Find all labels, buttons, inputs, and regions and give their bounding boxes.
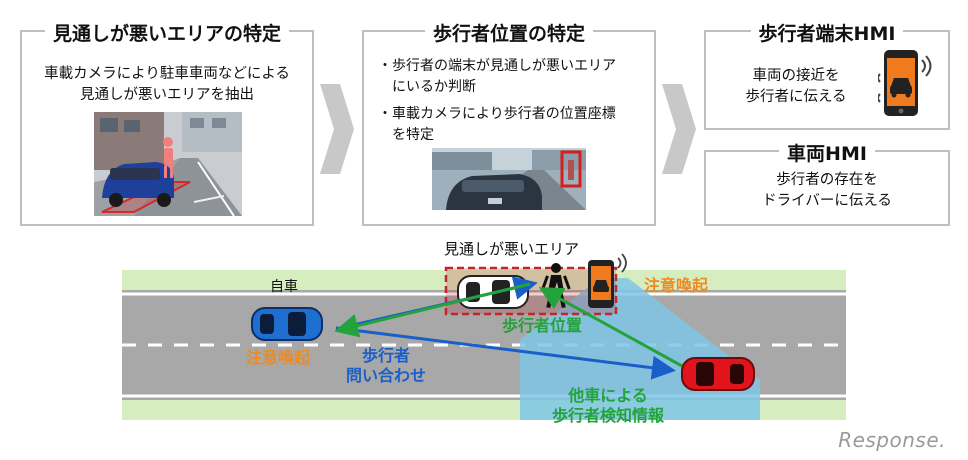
panel-title: 見通しが悪いエリアの特定: [44, 23, 289, 45]
camera-view-illustration: [94, 112, 242, 216]
panel-text-line: 歩行者の存在を: [776, 172, 878, 188]
bullet-line: にいるか判断: [392, 79, 476, 95]
panel-pedestrian-position: 歩行者位置の特定 ・歩行者の端末が見通しが悪いエリア にいるか判断 ・車載カメラ…: [362, 23, 656, 226]
panel-text-line: 車両の接近を: [752, 68, 840, 84]
panel-text-line: 歩行者に伝える: [745, 89, 847, 105]
flow-arrow: [320, 84, 354, 174]
alert-label-left: 注意喚起: [246, 348, 311, 367]
bullet-line: ・歩行者の端末が見通しが悪いエリア: [378, 58, 616, 74]
panel-pedestrian-hmi: 歩行者端末HMI 車両の接近を 歩行者に伝える: [704, 23, 950, 130]
panel-text-line: 車載カメラにより駐車車両などによる: [44, 66, 290, 82]
detection-info-label: 他車による 歩行者検知情報: [552, 386, 665, 425]
parked-car: [457, 275, 529, 309]
pedestrian-position-label: 歩行者位置: [502, 316, 583, 335]
own-car: [251, 307, 323, 341]
area-label: 見通しが悪いエリア: [444, 240, 580, 258]
smartphone-icon: [588, 253, 627, 308]
alert-label-right: 注意喚起: [644, 276, 709, 295]
bullet-line: を特定: [392, 127, 434, 143]
watermark: Response.: [838, 428, 946, 452]
panel-text-line: ドライバーに伝える: [762, 193, 892, 209]
own-car-label: 自車: [270, 279, 298, 295]
flow-arrow: [662, 84, 696, 174]
road-diagram: [122, 253, 846, 420]
panel-title: 歩行者位置の特定: [424, 23, 593, 45]
pedestrian-query-label: 歩行者 問い合わせ: [346, 346, 427, 385]
panel-visibility-area: 見通しが悪いエリアの特定 車載カメラにより駐車車両などによる 見通しが悪いエリア…: [20, 23, 314, 226]
camera-view-illustration: [432, 148, 586, 210]
panel-title: 歩行者端末HMI: [750, 23, 904, 45]
panel-title: 車両HMI: [779, 143, 875, 165]
smartphone-alert-icon: [878, 50, 932, 116]
panel-vehicle-hmi: 車両HMI 歩行者の存在を ドライバーに伝える: [704, 143, 950, 226]
other-car: [681, 357, 755, 391]
panel-text-line: 見通しが悪いエリアを抽出: [80, 87, 254, 103]
bullet-line: ・車載カメラにより歩行者の位置座標: [378, 106, 616, 122]
